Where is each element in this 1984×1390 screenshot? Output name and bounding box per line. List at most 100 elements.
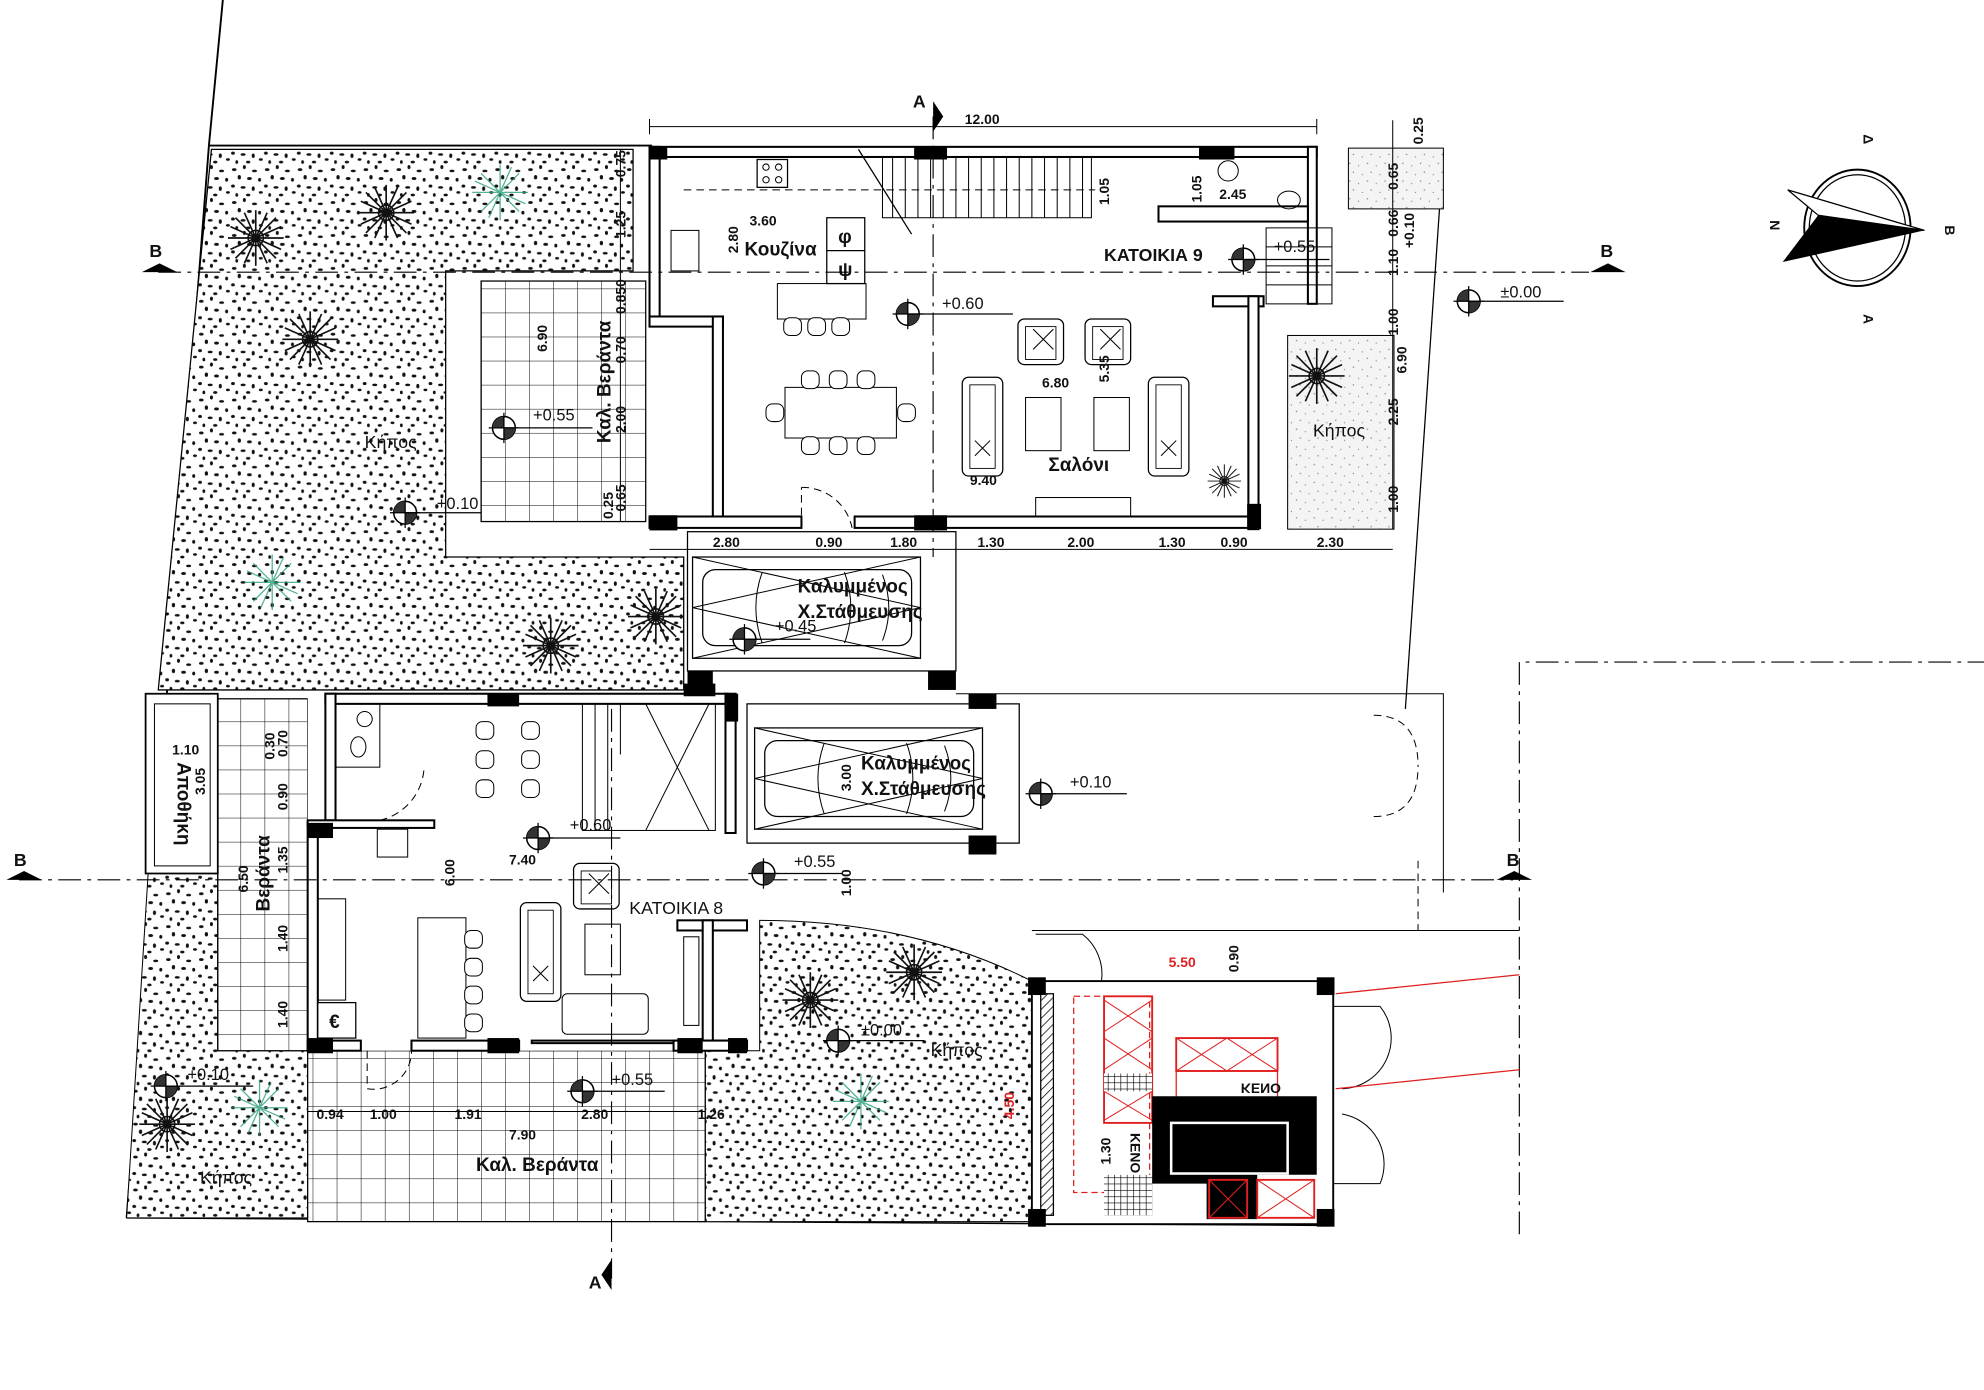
room-label-covered-veranda: Καλ. Βεράντα: [476, 1155, 599, 1176]
dimension: 0.90: [815, 534, 842, 550]
room-label-living: Σαλόνι: [1048, 455, 1109, 476]
dimension: 12.00: [965, 111, 1000, 127]
room-label-covered-veranda: Καλ. Βεράντα: [594, 320, 615, 443]
section-marker-b: B: [149, 241, 162, 261]
dimension: 1.00: [1385, 308, 1401, 335]
dimension: 6.80: [1042, 374, 1069, 390]
dimension: 1.30: [977, 534, 1004, 550]
level-label: +0.60: [570, 816, 612, 834]
storage-room: Αποθήκη: [144, 692, 219, 875]
dimension: 1.10: [1385, 249, 1401, 276]
kitchen-layout-plan: ΚΕΝΟ ΚΕΝΟ: [1028, 933, 1520, 1227]
covered-parking-2: Καλυμμένος Χ.Στάθμευσης: [746, 693, 1020, 855]
dimension: 0.70: [612, 336, 628, 363]
dimension: 1.25: [612, 211, 628, 238]
dimension: 1.00: [370, 1106, 397, 1122]
veranda-left-tiles: [217, 698, 309, 1052]
dimension: 1.35: [274, 846, 290, 873]
level-label: +0.55: [533, 406, 575, 424]
room-label-veranda: Βεράντα: [254, 835, 275, 912]
meter-symbol: €: [329, 1012, 340, 1033]
compass-west: Α: [1861, 314, 1877, 324]
section-marker-a: A: [589, 1273, 602, 1293]
level-label: +0.60: [942, 295, 984, 313]
kitchen-empty-label: ΚΕΝΟ: [1241, 1081, 1281, 1097]
dimension: 2.80: [581, 1106, 608, 1122]
garden-top-left: Κήπος: [157, 148, 685, 691]
dimension: 6.00: [442, 859, 458, 886]
dimension: 1.00: [838, 869, 854, 896]
garden-middle: Κήπος: [704, 919, 1033, 1223]
house-9: φ ψ Κουζίνα Σαλόνι ΚΑΤΟΙΚΙΑ 9: [648, 145, 1333, 531]
dimension: 0.25: [600, 492, 616, 519]
dimension: 1.91: [455, 1106, 482, 1122]
dimension: 5.50: [1169, 954, 1196, 970]
dimension: 2.25: [1385, 398, 1401, 425]
dimension: 3.05: [192, 768, 208, 795]
dimension: 0.850: [612, 279, 628, 314]
dimension: 4.50: [1001, 1092, 1017, 1119]
dimension: 0.65: [612, 484, 628, 511]
dimension: 0.66: [1385, 209, 1401, 236]
room-label-kitchen: Κουζίνα: [744, 240, 816, 261]
dimension: 0.75: [612, 150, 628, 177]
section-marker-b: B: [1507, 850, 1520, 870]
parking-label: Χ.Στάθμευσης: [798, 602, 923, 623]
dimension: 2.80: [713, 534, 740, 550]
level-label: +0.10: [437, 495, 479, 513]
room-label-storage: Αποθήκη: [172, 762, 193, 845]
level-label: +0.10: [1070, 773, 1112, 791]
unit-label-8: ΚΑΤΟΙΚΙΑ 8: [629, 898, 723, 918]
dimension: 6.50: [235, 865, 251, 892]
dimension: 0.30: [262, 732, 278, 759]
north-arrow-compass: N Β Δ Α: [1767, 134, 1958, 324]
dimension: 2.30: [1317, 534, 1344, 550]
dimension: 1.40: [274, 1001, 290, 1028]
garden-right: Κήπος: [1287, 147, 1444, 530]
garden-label: Κήπος: [365, 432, 417, 452]
veranda-bottom-tiles: [307, 1050, 706, 1223]
dimension: 0.90: [274, 783, 290, 810]
dimension: 7.40: [509, 852, 536, 868]
dimension: 7.90: [509, 1126, 536, 1142]
garden-label: Κήπος: [931, 1040, 983, 1060]
dimension: 6.90: [534, 325, 550, 352]
garden-label: Κήπος: [200, 1168, 252, 1188]
dimension: 3.00: [838, 764, 854, 791]
gate: [1373, 714, 1419, 931]
kitchen-empty-label: ΚΕΝΟ: [1128, 1133, 1144, 1173]
dimension: 2.45: [1219, 186, 1246, 202]
dimension: 1.30: [1097, 1137, 1113, 1164]
house-8: € ΚΑΤΟΙΚΙΑ 8: [306, 683, 749, 1090]
dimension: 9.40: [970, 472, 997, 488]
parking-label: Καλυμμένος: [798, 576, 908, 597]
garden-label: Κήπος: [1313, 421, 1365, 441]
dimension: 1.05: [1096, 178, 1112, 205]
level-label: +0.55: [794, 853, 836, 871]
dimension: 0.90: [1221, 534, 1248, 550]
dimension: 0.65: [1385, 163, 1401, 190]
compass-north: N: [1767, 220, 1783, 230]
section-marker-b: B: [1600, 241, 1613, 261]
dimension: 5.35: [1096, 355, 1112, 382]
dimension: 2.80: [725, 226, 741, 253]
parking-label: Χ.Στάθμευσης: [861, 779, 986, 800]
level-label: +0.55: [612, 1071, 654, 1089]
dimension: +0.10: [1401, 213, 1417, 248]
level-label: ±0.00: [861, 1022, 902, 1040]
dimension: 1.30: [1158, 534, 1185, 550]
level-label: +0.55: [1274, 238, 1316, 256]
dimension: 0.94: [317, 1106, 344, 1122]
dimension: 1.05: [1189, 175, 1205, 202]
dimension: 2.00: [612, 406, 628, 433]
section-marker-b: B: [14, 850, 27, 870]
section-marker-a: A: [913, 92, 926, 112]
staircase: [857, 149, 1333, 305]
dimension: 1.00: [1385, 485, 1401, 512]
level-label: +0.45: [775, 618, 817, 636]
dimension: 0.25: [1410, 117, 1426, 144]
dimension-labels: 12.00 2.80 0.90 1.80 1.30 2.00 1.30 0.90…: [172, 111, 1426, 1165]
dimension: 6.90: [1394, 346, 1410, 373]
level-markers: +0.60 +0.55 ±0.00 +0.55 +0.10 +0.45 +0.1…: [149, 238, 1564, 1108]
